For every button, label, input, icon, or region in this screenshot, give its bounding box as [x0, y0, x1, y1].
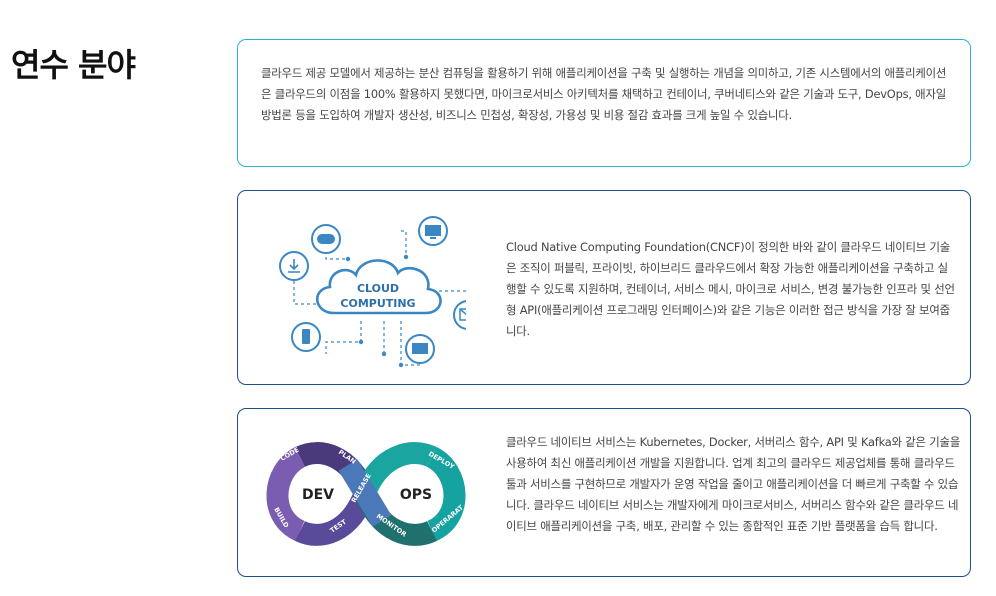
cloud-shape	[316, 259, 442, 315]
intro-text: 클라우드 제공 모델에서 제공하는 분산 컴퓨팅을 활용하기 위해 애플리케이션…	[261, 66, 947, 122]
intro-card: 클라우드 제공 모델에서 제공하는 분산 컴퓨팅을 활용하기 위해 애플리케이션…	[237, 39, 971, 167]
section-title: 연수 분야	[11, 46, 136, 84]
cloud-computing-card: CLOUD COMPUTING Cloud Native Comp	[237, 190, 971, 385]
native-services-text: 클라우드 네이티브 서비스는 Kubernetes, Docker, 서버리스 …	[506, 435, 961, 533]
devops-illustration: CODE PLAN RELEASE DEPLOY BUILD TEST MONI…	[266, 442, 466, 546]
download-icon	[279, 251, 309, 281]
email-icon	[453, 300, 466, 330]
dev-label: DEV	[302, 487, 334, 503]
ops-label: OPS	[400, 487, 432, 503]
devops-card: CODE PLAN RELEASE DEPLOY BUILD TEST MONI…	[237, 408, 971, 577]
cloud-label-1: CLOUD	[357, 282, 399, 295]
gamepad-icon	[311, 224, 341, 254]
monitor-icon	[418, 216, 448, 246]
cloud-computing-illustration: CLOUD COMPUTING	[279, 216, 466, 368]
cncf-text: Cloud Native Computing Foundation(CNCF)이…	[506, 240, 955, 338]
cloud-label-2: COMPUTING	[340, 297, 415, 310]
mobile-icon	[291, 322, 321, 352]
tablet-icon	[405, 334, 435, 364]
